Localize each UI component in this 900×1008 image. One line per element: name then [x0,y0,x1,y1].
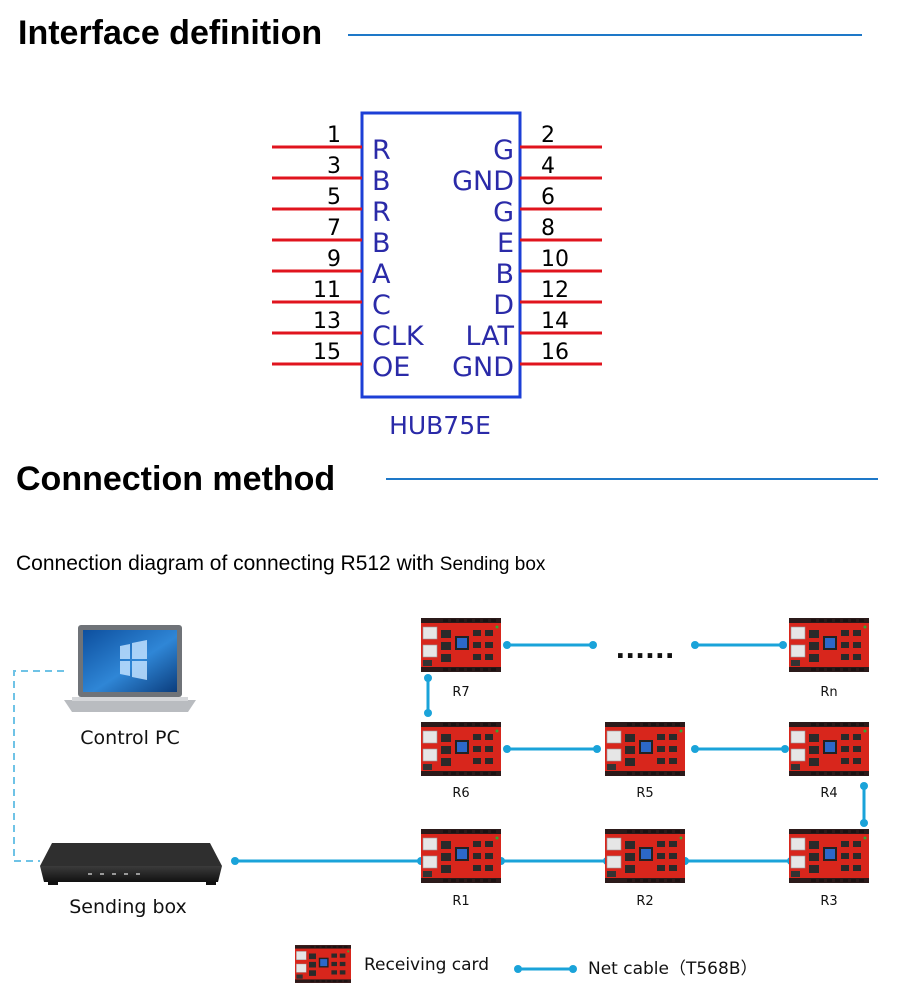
card-label-r7: R7 [452,685,469,700]
pin-number: 10 [541,247,569,272]
connector-outline [360,111,522,399]
pc-box-dashed-link [13,670,64,862]
pin-number: 2 [541,123,555,148]
pin-signal: G [493,135,514,166]
subtitle-text: Connection diagram of connecting R512 wi… [16,552,440,575]
sending-box-label: Sending box [69,896,187,918]
card-r4 [789,721,869,777]
pin-number: 7 [327,216,341,241]
pin-signal: B [372,228,391,259]
control-pc-label: Control PC [80,727,179,749]
pin-number: 4 [541,154,555,179]
pin-signal: R [372,197,391,228]
interface-heading-rule [348,34,862,36]
pin-signal: B [495,259,514,290]
pin-signal: GND [452,166,514,197]
connection-heading-rule [386,478,878,480]
pin-number: 15 [313,340,341,365]
pin-signal: C [372,290,391,321]
card-label-r6: R6 [452,786,469,801]
card-r1 [421,828,501,884]
card-label-r1: R1 [452,894,469,909]
card-label-r2: R2 [636,894,653,909]
cable-endpoints [231,641,868,865]
pin-signal: G [493,197,514,228]
card-r5 [605,721,685,777]
pin-number: 11 [313,278,341,303]
legend-net-cable: Net cable（T568B） [588,959,757,979]
card-r3 [789,828,869,884]
pin-number: 6 [541,185,555,210]
card-label-r5: R5 [636,786,653,801]
legend-card-icon [295,945,351,983]
legend: Receiving card Net cable（T568B） [295,945,757,983]
pin-number: 12 [541,278,569,303]
net-cables [235,643,866,863]
pin-signal: R [372,135,391,166]
card-r2 [605,828,685,884]
pin-signal: LAT [465,321,514,352]
card-label-rn: Rn [820,685,837,700]
card-label-r4: R4 [820,786,837,801]
pin-number: 9 [327,247,341,272]
pin-number: 16 [541,340,569,365]
pin-number: 5 [327,185,341,210]
pin-signal: D [493,290,514,321]
pin-signal: CLK [372,321,425,352]
card-r6 [421,721,501,777]
pin-signal: E [497,228,514,259]
pin-number: 8 [541,216,555,241]
pin-signal: OE [372,352,410,383]
card-label-r3: R3 [820,894,837,909]
pin-number: 1 [327,123,341,148]
pin-signal: A [372,259,391,290]
connection-diagram-subtitle: Connection diagram of connecting R512 wi… [16,552,545,576]
pin-signal: B [372,166,391,197]
connection-method-heading: Connection method [16,460,336,498]
legend-receiving-card: Receiving card [364,955,489,975]
ellipsis-dots: ...... [615,635,674,665]
interface-definition-heading: Interface definition [18,14,323,52]
pin-number: 14 [541,309,569,334]
pin-number: 3 [327,154,341,179]
pin-signal: GND [452,352,514,383]
pin-number: 13 [313,309,341,334]
subtitle-device: Sending box [439,554,546,575]
card-rn [789,617,869,673]
connector-name: HUB75E [389,411,491,440]
card-r7 [421,617,501,673]
sending-box-icon [40,843,222,885]
laptop-icon [64,625,196,712]
